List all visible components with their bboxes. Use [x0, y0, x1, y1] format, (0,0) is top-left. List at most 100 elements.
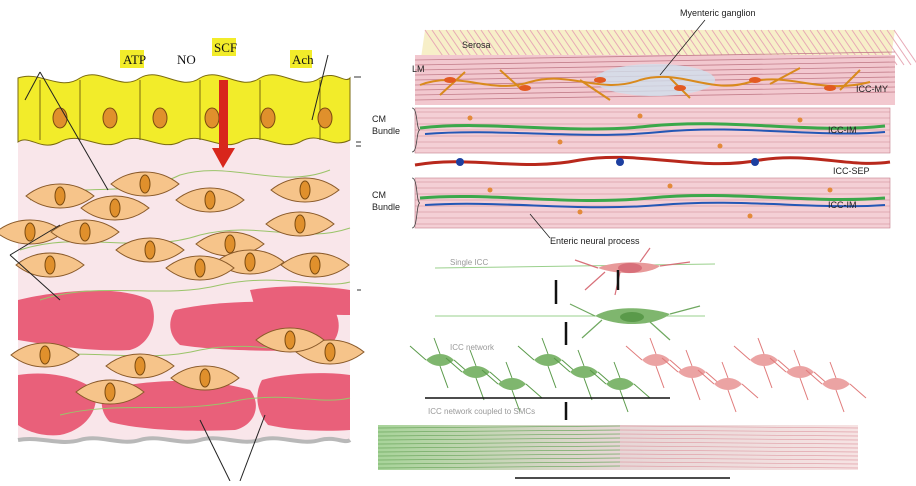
coupled-stripe	[619, 429, 859, 433]
right-panel: Myenteric ganglion Serosa LM CM Bundle C…	[370, 0, 916, 481]
network-cell	[498, 378, 526, 390]
network-cell	[462, 366, 490, 378]
coupled-stripe	[377, 425, 621, 429]
label-serosa: Serosa	[462, 40, 491, 50]
label-icc-im-1: ICC-IM	[828, 125, 857, 135]
cell-nucleus	[284, 330, 296, 350]
neural-dot	[487, 187, 493, 193]
network-cell	[570, 366, 598, 378]
epithelium	[17, 74, 351, 146]
cell-nucleus	[309, 255, 321, 275]
cell-nucleus	[109, 198, 121, 218]
coupled-stripe	[377, 445, 621, 449]
signal-labels: ATP NO SCF Ach	[120, 38, 314, 68]
lm-stripe	[414, 51, 896, 61]
coupled-stripe	[619, 461, 859, 465]
cell-nucleus	[79, 222, 91, 242]
label-icc-sep: ICC-SEP	[833, 166, 870, 176]
cell-nucleus	[299, 180, 311, 200]
coupled-stripe	[619, 445, 859, 449]
cell-nucleus	[224, 234, 236, 254]
neural-dot	[637, 113, 643, 119]
coupled-network	[377, 425, 859, 470]
network-cell	[822, 378, 850, 390]
cm-bundle-1	[414, 107, 891, 154]
signal-arrow	[212, 80, 235, 168]
coupled-stripe	[377, 449, 621, 453]
neural-dot	[467, 115, 473, 121]
pointer-lines	[9, 54, 329, 482]
label-icc-im-2: ICC-IM	[828, 200, 857, 210]
coupled-stripe	[377, 429, 621, 433]
label-myenteric: Myenteric ganglion	[680, 8, 756, 18]
epithelial-nucleus	[317, 107, 333, 129]
coupled-stripe	[619, 465, 859, 469]
cell-nucleus	[324, 342, 336, 362]
edge-ticks	[354, 76, 361, 291]
neural-dot	[577, 209, 583, 215]
signal-atp: ATP	[123, 52, 146, 67]
label-icc-coupled: ICC network coupled to SMCs	[428, 407, 535, 416]
icc-sep-nucleus	[751, 158, 759, 166]
cell-nucleus	[134, 356, 146, 376]
signal-no: NO	[177, 52, 196, 67]
serosa-stripe	[886, 29, 912, 66]
cell-nucleus	[139, 174, 151, 194]
cell-nucleus	[194, 258, 206, 278]
coupled-stripe	[377, 457, 621, 461]
network-cell	[714, 378, 742, 390]
network-cell	[534, 354, 562, 366]
coupled-stripe	[619, 425, 859, 429]
tissue-illustration: ATP NO SCF Ach	[0, 38, 365, 482]
icc-my-nucleus	[824, 85, 836, 91]
coupled-stripe	[377, 461, 621, 465]
icc-sep	[414, 155, 891, 167]
cell-nucleus	[24, 222, 36, 242]
cell-nucleus	[104, 382, 116, 402]
neural-dot	[717, 143, 723, 149]
epithelial-nucleus	[204, 107, 220, 129]
label-bundle-2: Bundle	[372, 202, 400, 212]
left-panel: ATP NO SCF Ach	[0, 0, 370, 482]
label-single-icc: Single ICC	[450, 258, 488, 267]
label-cm-1: CM	[372, 114, 386, 124]
label-icc-network: ICC network	[450, 343, 495, 352]
icc-my-nucleus	[444, 77, 456, 83]
icc-my-nucleus	[749, 77, 761, 83]
icc-sep-nucleus	[456, 158, 464, 166]
coupled-stripe	[377, 453, 621, 457]
epithelial-nucleus	[52, 107, 68, 129]
cell-nucleus	[294, 214, 306, 234]
lm-layer	[414, 51, 896, 105]
coupled-stripe	[377, 465, 621, 469]
serosa-stripe	[893, 29, 916, 63]
network-cell	[786, 366, 814, 378]
icc-my-nucleus	[519, 85, 531, 91]
epithelial-nucleus	[152, 107, 168, 129]
signal-ach: Ach	[292, 52, 314, 67]
serosa-border	[17, 436, 352, 444]
cm-bundle-2	[414, 177, 891, 229]
neural-dot	[557, 139, 563, 145]
coupled-stripe	[619, 433, 859, 437]
coupled-stripe	[619, 449, 859, 453]
label-bundle-1: Bundle	[372, 126, 400, 136]
icc-layers-diagram: Myenteric ganglion Serosa LM CM Bundle C…	[372, 8, 916, 479]
coupled-stripe	[377, 441, 621, 445]
cell-nucleus	[199, 368, 211, 388]
label-icc-my: ICC-MY	[856, 84, 888, 94]
label-lm: LM	[412, 64, 425, 74]
cell-nucleus	[144, 240, 156, 260]
network-cell	[426, 354, 454, 366]
neural-dot	[667, 183, 673, 189]
icc-im-1	[419, 122, 886, 131]
single-icc-pink	[574, 247, 691, 296]
neural-dot	[797, 117, 803, 123]
coupled-stripe	[619, 457, 859, 461]
label-enteric: Enteric neural process	[550, 236, 640, 246]
label-cm-2: CM	[372, 190, 386, 200]
coupled-stripe	[377, 433, 621, 437]
serosa-stripe	[879, 29, 905, 66]
network-cell	[606, 378, 634, 390]
icc-my-nucleus	[594, 77, 606, 83]
